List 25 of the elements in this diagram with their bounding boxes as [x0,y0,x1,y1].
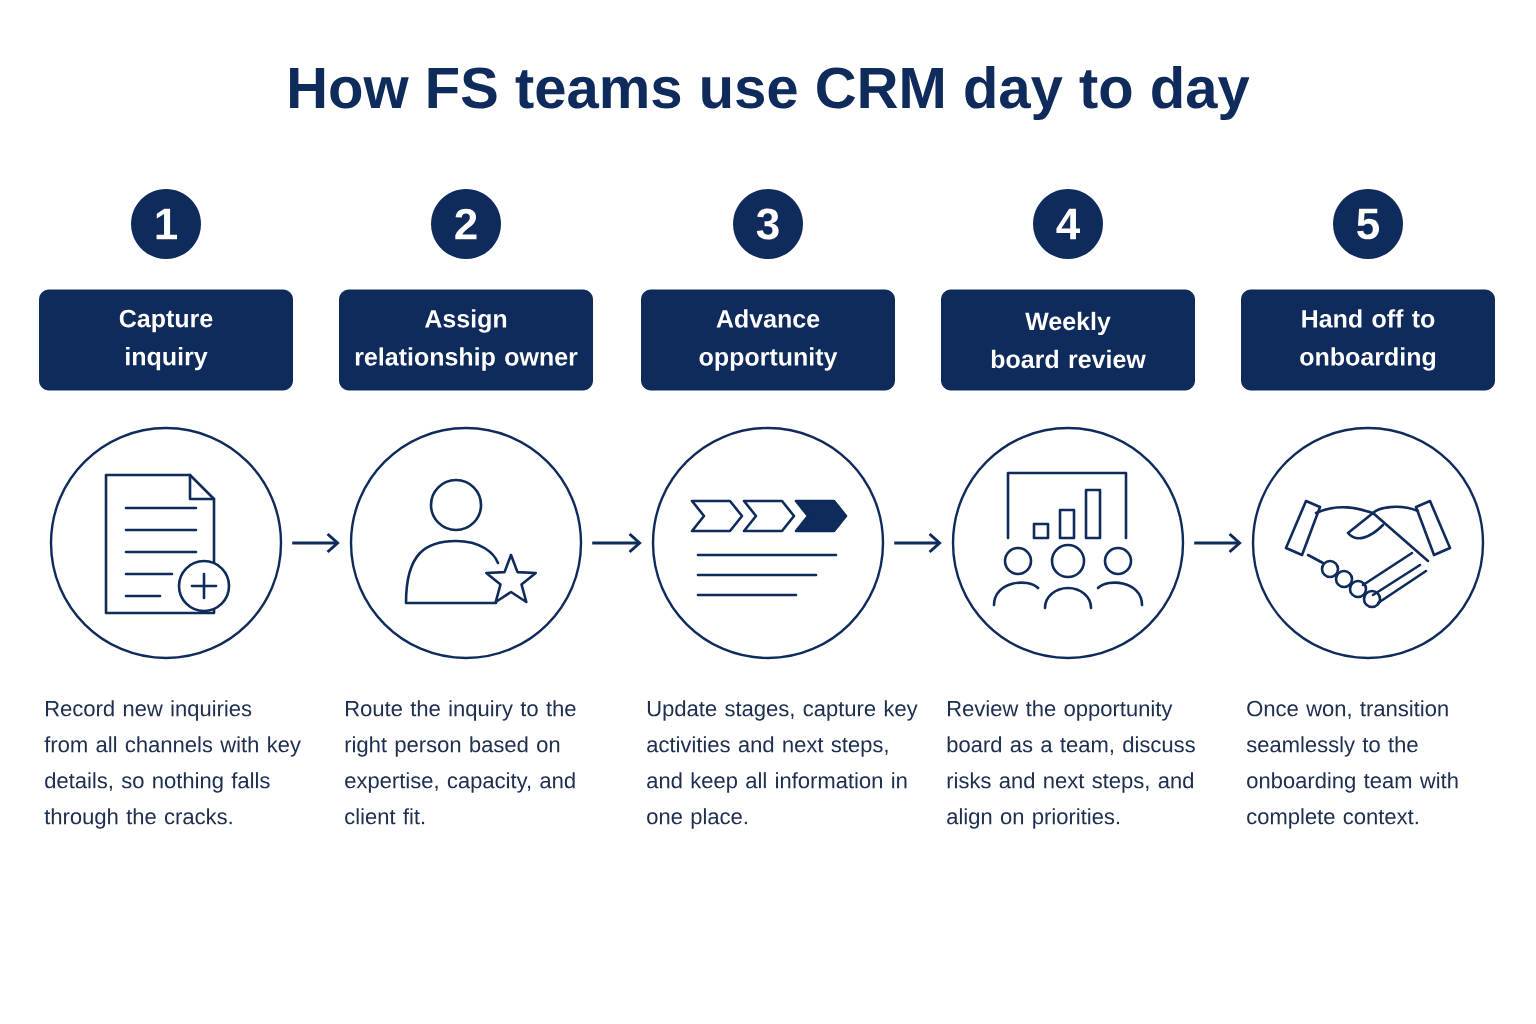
arrow [292,532,340,554]
icon-circle [951,426,1185,660]
step-number: 2 [431,189,501,259]
step-description: Once won, transition seamlessly to the onboarding team with complete context. [1246,700,1458,829]
step-description: Record new inquiries from all channels with key details, so nothing falls through the cracks. [44,700,301,829]
arrow [592,532,642,554]
step-number: 3 [733,189,803,259]
step-header: Advance opportunity [641,289,895,391]
arrow [894,532,942,554]
step-header: Weekly board review [941,289,1195,391]
title: How FS teams use CRM day to day [290,65,1250,120]
icon-circle [1251,426,1485,660]
step-number: 5 [1333,189,1403,259]
step-description: Review the opportunity board as a team, discuss risks and next steps, and align on priorities. [947,700,1195,829]
icon-circle [49,426,283,660]
arrow [1194,532,1242,554]
step-description: Route the inquiry to the right person based on expertise, capacity, and client fit. [345,700,576,825]
step-header: Assign relationship owner [339,289,593,391]
step-description: Update stages, capture key activities and next steps, and keep all information in one place. [647,700,918,829]
step-number: 1 [131,189,201,259]
step-header: Hand off to onboarding [1241,289,1495,391]
icon-circle [349,426,583,660]
step-number: 4 [1033,189,1103,259]
icon-circle [651,426,885,660]
step-header: Capture inquiry [39,289,293,391]
